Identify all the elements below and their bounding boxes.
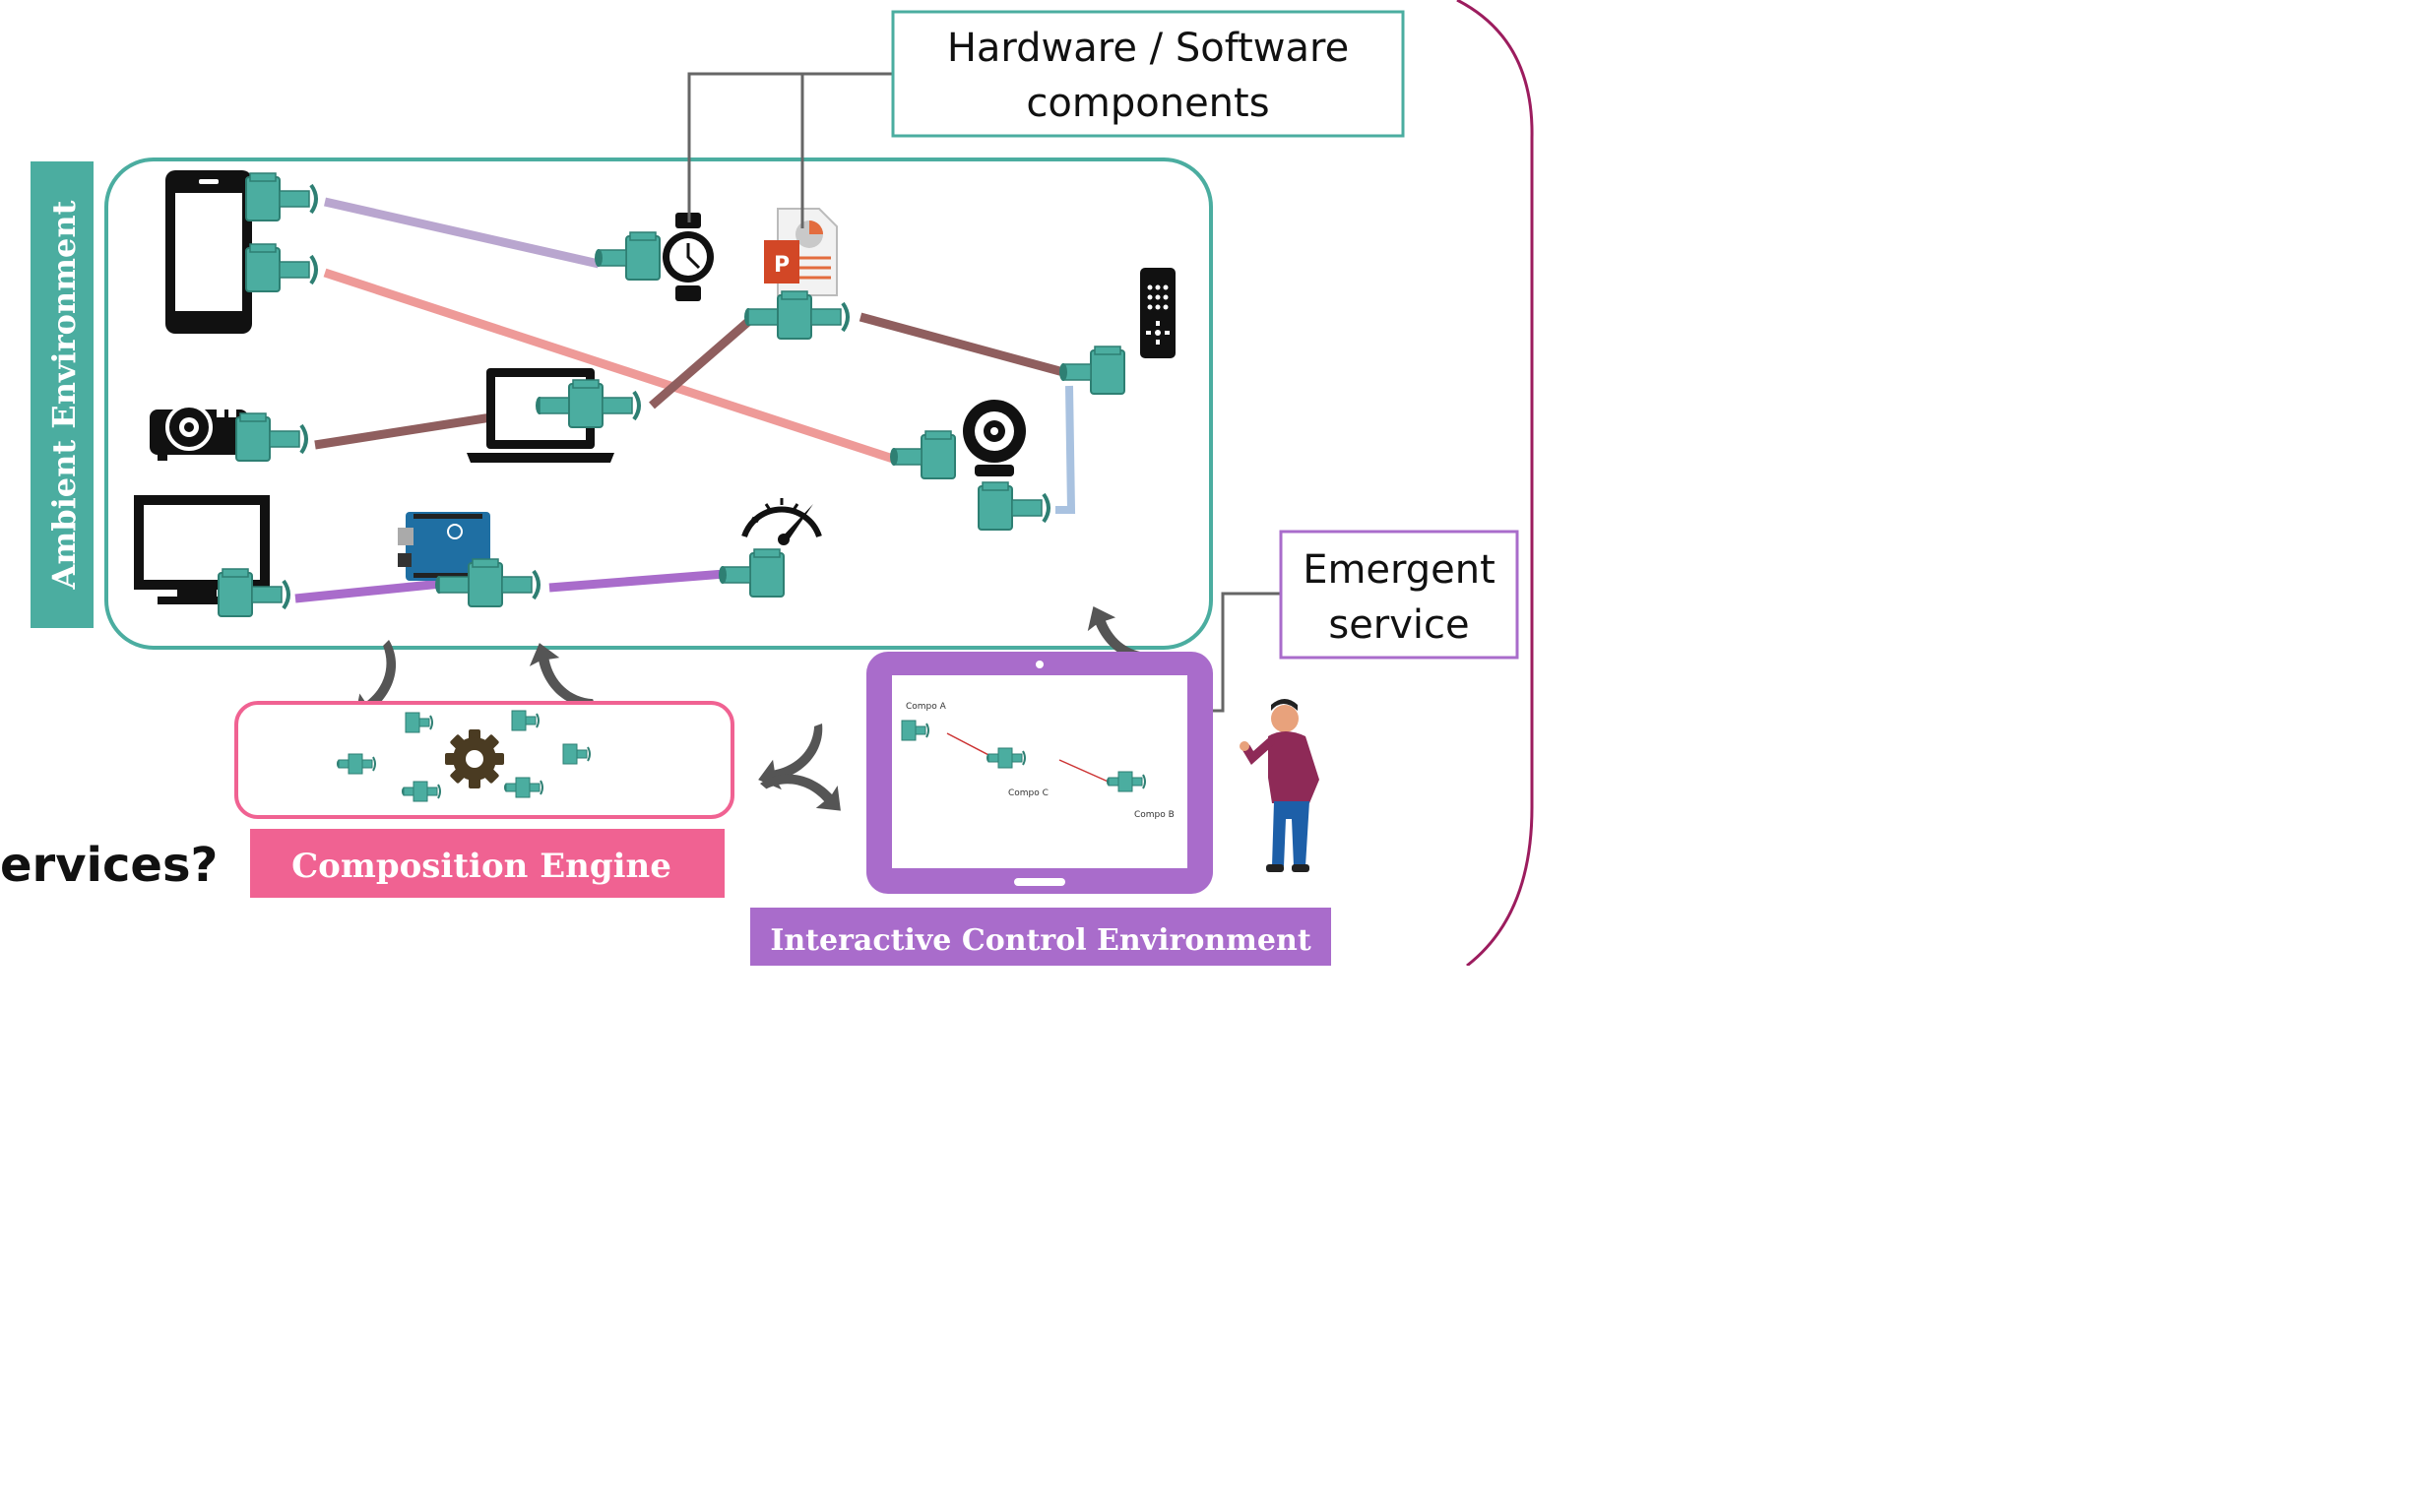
ambient-environment-label: Ambient Environment (45, 200, 83, 590)
composition-engine-box (234, 701, 734, 819)
emergent-service-line1: Emergent (1303, 547, 1495, 593)
question-fragment: ervices? (0, 838, 218, 893)
connection-lines (294, 197, 1076, 603)
interactive-control-banner: Interactive Control Environment (750, 908, 1331, 966)
link-phone-watch (324, 197, 600, 269)
svg-text:P: P (774, 253, 790, 278)
link-remote-webcam (1055, 385, 1076, 514)
compo-c-label: Compo C (1008, 788, 1049, 798)
interactive-control-label: Interactive Control Environment (770, 923, 1311, 958)
composition-engine-label: Composition Engine (291, 847, 671, 886)
link-ppt-remote (859, 312, 1065, 377)
projector-icon (150, 404, 248, 461)
gauge-icon (741, 498, 822, 545)
curved-arrow-icon (747, 724, 839, 796)
link-arduino-gauge (548, 569, 726, 593)
hardware-software-line2: components (1026, 81, 1269, 126)
hardware-software-line1: Hardware / Software (947, 26, 1349, 71)
outer-frame (1456, 0, 1534, 966)
ambient-composition-diagram: Ambient Environment P (0, 0, 1534, 966)
compo-a-label: Compo A (906, 702, 947, 712)
person-icon (1240, 699, 1319, 872)
ambient-environment-banner: Ambient Environment (31, 161, 94, 628)
hardware-software-callout: Hardware / Software components (687, 10, 1405, 228)
link-laptop-ppt (649, 316, 753, 410)
emergent-service-line2: service (1328, 602, 1469, 648)
link-phone-webcam (323, 268, 898, 465)
link-monitor-arduino (294, 579, 442, 603)
compo-b-label: Compo B (1134, 810, 1175, 820)
remote-control-icon (1140, 268, 1176, 358)
composition-engine-banner: Composition Engine (250, 829, 725, 898)
powerpoint-icon: P (764, 208, 838, 296)
smartphone-icon (165, 170, 252, 334)
webcam-icon (963, 400, 1026, 476)
tablet-icon: Compo A Compo C Compo B (866, 652, 1213, 894)
gear-icon (445, 729, 504, 788)
smartwatch-icon (663, 213, 714, 301)
emergent-service-callout: Emergent service (1164, 530, 1519, 713)
